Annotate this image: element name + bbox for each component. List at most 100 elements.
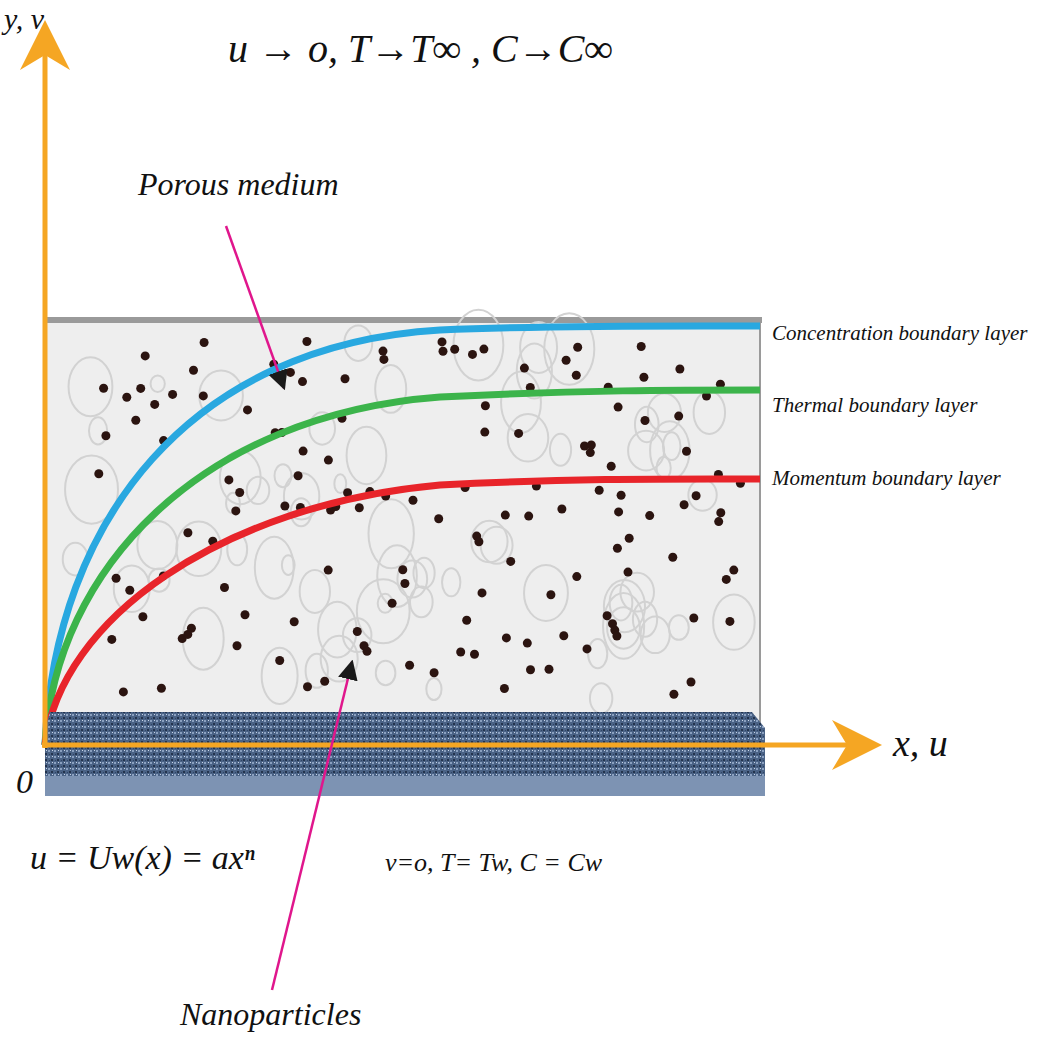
nanoparticle-dot bbox=[405, 661, 414, 670]
nanoparticle-dot bbox=[500, 684, 509, 693]
nanoparticle-dot bbox=[353, 627, 362, 636]
nanoparticle-dot bbox=[379, 355, 388, 364]
curve-label: Thermal boundary layer bbox=[772, 393, 977, 417]
x-axis bbox=[42, 743, 872, 748]
concentration-curve bbox=[45, 326, 760, 745]
pore bbox=[262, 648, 298, 704]
pores bbox=[63, 310, 755, 714]
pore bbox=[347, 427, 387, 484]
nanoparticle-dot bbox=[290, 617, 299, 626]
pore bbox=[663, 432, 681, 460]
nanoparticle-dot bbox=[669, 690, 678, 699]
axis-label: y, v bbox=[4, 2, 44, 37]
pore bbox=[321, 636, 358, 682]
pore bbox=[255, 537, 294, 599]
nanoparticle-dot bbox=[286, 368, 295, 377]
pore bbox=[713, 594, 755, 649]
nanoparticle-dot bbox=[557, 505, 566, 514]
nanoparticle-dot bbox=[583, 644, 592, 653]
nanoparticle-dot bbox=[119, 687, 128, 696]
nanoparticle-dot bbox=[199, 391, 208, 400]
nanoparticle-dot bbox=[125, 586, 134, 595]
pore bbox=[628, 431, 664, 471]
pore bbox=[69, 357, 113, 416]
nanoparticle-dot bbox=[682, 447, 691, 456]
nanoparticle-dot bbox=[614, 403, 623, 412]
nanoparticle-dot bbox=[409, 496, 418, 505]
nanoparticle-dot bbox=[101, 431, 110, 440]
nanoparticle-dot bbox=[302, 337, 311, 346]
porous-leader bbox=[226, 226, 284, 388]
origin-label: 0 bbox=[16, 762, 33, 801]
pore bbox=[669, 615, 689, 640]
momentum-curve bbox=[45, 479, 760, 745]
nanoparticle-dot bbox=[150, 400, 159, 409]
nanoparticle-dot bbox=[668, 553, 677, 562]
nanoparticle-dot bbox=[520, 364, 529, 373]
nanoparticle-dot bbox=[479, 345, 488, 354]
curve-label: Momentum boundary layer bbox=[772, 466, 1001, 490]
nanoparticle-dot bbox=[468, 350, 477, 359]
nanoparticle-dot bbox=[235, 488, 244, 497]
nanoparticle-dot bbox=[607, 462, 616, 471]
nanoparticle-dot bbox=[294, 471, 303, 480]
pore bbox=[550, 434, 571, 466]
nanoparticle-dot bbox=[303, 682, 312, 691]
nanoparticle-dot bbox=[481, 401, 490, 410]
nanoparticle-dot bbox=[398, 565, 407, 574]
pore bbox=[247, 477, 270, 504]
pore bbox=[588, 639, 607, 668]
nanoparticle-dot bbox=[299, 447, 308, 456]
region-right-border bbox=[759, 318, 761, 730]
pore bbox=[508, 414, 549, 461]
pore bbox=[410, 586, 433, 617]
nanoparticle-dot bbox=[595, 486, 604, 495]
nanoparticle-dot bbox=[231, 506, 240, 515]
y-axis bbox=[43, 30, 48, 748]
pore bbox=[318, 602, 357, 658]
nanoparticle-dot bbox=[506, 557, 515, 566]
pore bbox=[369, 499, 414, 568]
nanoparticle-dot bbox=[474, 537, 483, 546]
nanoparticle-dot bbox=[439, 347, 448, 356]
nanoparticle-dot bbox=[722, 575, 731, 584]
pore bbox=[274, 464, 291, 487]
nanoparticle-dot bbox=[680, 500, 689, 509]
pore bbox=[501, 371, 541, 433]
nanoparticle-dot bbox=[572, 371, 581, 380]
pore bbox=[688, 479, 716, 511]
nanoparticle-dot bbox=[674, 412, 683, 421]
nanoparticle-dot bbox=[157, 684, 166, 693]
nanoparticle-dot bbox=[430, 668, 439, 677]
nanoparticle-dot bbox=[689, 614, 698, 623]
nanoparticle-dot bbox=[99, 384, 108, 393]
nanoparticle-dot bbox=[341, 374, 350, 383]
nanoparticle-dot bbox=[324, 456, 333, 465]
thermal-curve bbox=[45, 390, 760, 745]
part-label: Nanoparticles bbox=[180, 996, 361, 1033]
wall-condition: ν=o, T= Tw, C = Cw bbox=[385, 848, 602, 878]
nanoparticle-dot bbox=[131, 416, 140, 425]
pore bbox=[524, 565, 568, 621]
nanoparticle-dot bbox=[243, 405, 252, 414]
nanoparticle-dot bbox=[716, 508, 725, 517]
nanoparticle-dot bbox=[138, 612, 147, 621]
nanoparticle-dot bbox=[526, 665, 535, 674]
nanoparticle-dot bbox=[438, 337, 447, 346]
nanoparticle-dot bbox=[524, 512, 533, 521]
nanoparticle-dot bbox=[400, 579, 409, 588]
nanoparticle-dot bbox=[545, 665, 554, 674]
nanoparticle-dot bbox=[501, 511, 510, 520]
nanoparticle-dot bbox=[187, 624, 196, 633]
nanoparticle-dot bbox=[586, 448, 595, 457]
nanoparticle-dot bbox=[298, 377, 307, 386]
nanoparticle-dot bbox=[624, 568, 633, 577]
pore bbox=[694, 391, 725, 434]
nanoparticle-dot bbox=[200, 338, 209, 347]
nanoparticle-dot bbox=[641, 416, 650, 425]
nanoparticle-dot bbox=[572, 572, 581, 581]
nanoparticle-dot bbox=[434, 514, 443, 523]
pore bbox=[635, 407, 659, 442]
pore bbox=[300, 570, 330, 613]
